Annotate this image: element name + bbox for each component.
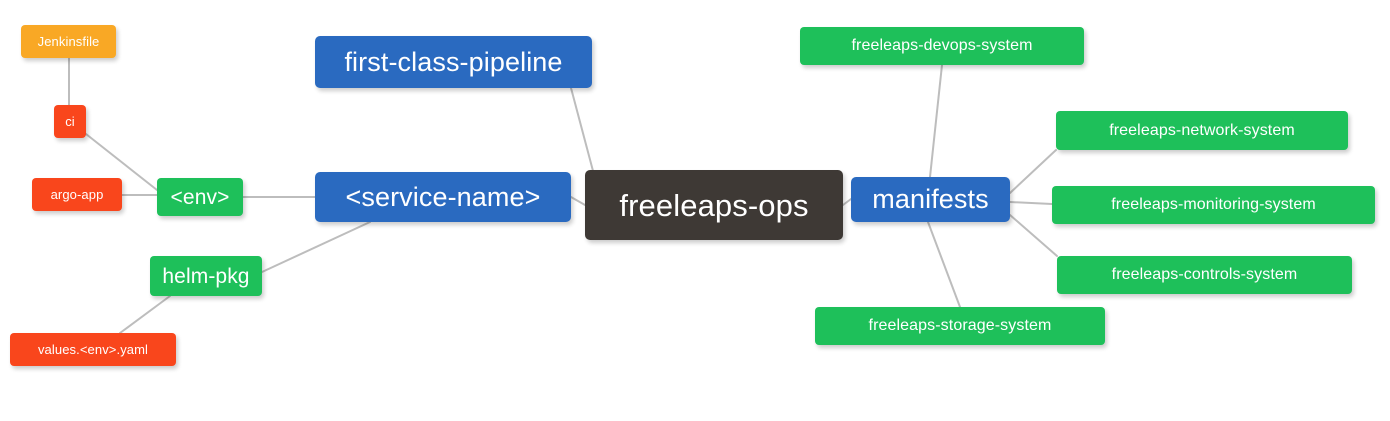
mindmap-node-freeleaps-storage-system[interactable]: freeleaps-storage-system: [815, 307, 1105, 345]
mindmap-node-ci[interactable]: ci: [54, 105, 86, 138]
mindmap-node-argo-app[interactable]: argo-app: [32, 178, 122, 211]
mindmap-node-values-env-yaml[interactable]: values.<env>.yaml: [10, 333, 176, 366]
node-label: freeleaps-ops: [619, 187, 809, 223]
node-label: first-class-pipeline: [344, 46, 563, 77]
mindmap-node-jenkinsfile[interactable]: Jenkinsfile: [21, 25, 116, 58]
edge-helm-values: [119, 295, 171, 334]
node-label: argo-app: [50, 187, 104, 202]
edge-manifests-storage: [927, 221, 961, 308]
edge-manifests-controls: [1009, 214, 1058, 257]
mindmap-node-env[interactable]: <env>: [157, 178, 243, 216]
edge-manifests-monitoring: [1009, 201, 1053, 205]
mindmap-node-root[interactable]: freeleaps-ops: [585, 170, 843, 240]
edge-manifests-network: [1009, 149, 1057, 194]
mindmap-node-freeleaps-monitoring-system[interactable]: freeleaps-monitoring-system: [1052, 186, 1375, 224]
node-label: freeleaps-controls-system: [1111, 266, 1298, 283]
node-label: helm-pkg: [162, 264, 250, 288]
node-label: freeleaps-network-system: [1109, 121, 1295, 139]
edge-manifests-devops: [929, 64, 943, 178]
node-label: values.<env>.yaml: [37, 342, 149, 357]
mindmap-node-manifests[interactable]: manifests: [851, 177, 1010, 222]
node-label: <env>: [170, 185, 230, 209]
mindmap-node-first-class-pipeline[interactable]: first-class-pipeline: [315, 36, 592, 88]
node-label: ci: [65, 114, 75, 129]
node-label: manifests: [872, 184, 989, 214]
mindmap-node-service-name[interactable]: <service-name>: [315, 172, 571, 222]
mindmap-node-freeleaps-devops-system[interactable]: freeleaps-devops-system: [800, 27, 1084, 65]
node-label: freeleaps-monitoring-system: [1111, 196, 1316, 213]
edge-root-manifests: [842, 198, 852, 206]
mindmap-node-freeleaps-controls-system[interactable]: freeleaps-controls-system: [1057, 256, 1352, 294]
node-label: Jenkinsfile: [37, 34, 100, 49]
node-label: freeleaps-devops-system: [851, 37, 1033, 54]
node-label: freeleaps-storage-system: [868, 317, 1052, 334]
mindmap-node-freeleaps-network-system[interactable]: freeleaps-network-system: [1056, 111, 1348, 150]
mindmap-node-helm-pkg[interactable]: helm-pkg: [150, 256, 262, 296]
edge-root-service-name: [570, 196, 586, 206]
edge-service-helm: [261, 221, 371, 273]
node-label: <service-name>: [345, 181, 541, 212]
